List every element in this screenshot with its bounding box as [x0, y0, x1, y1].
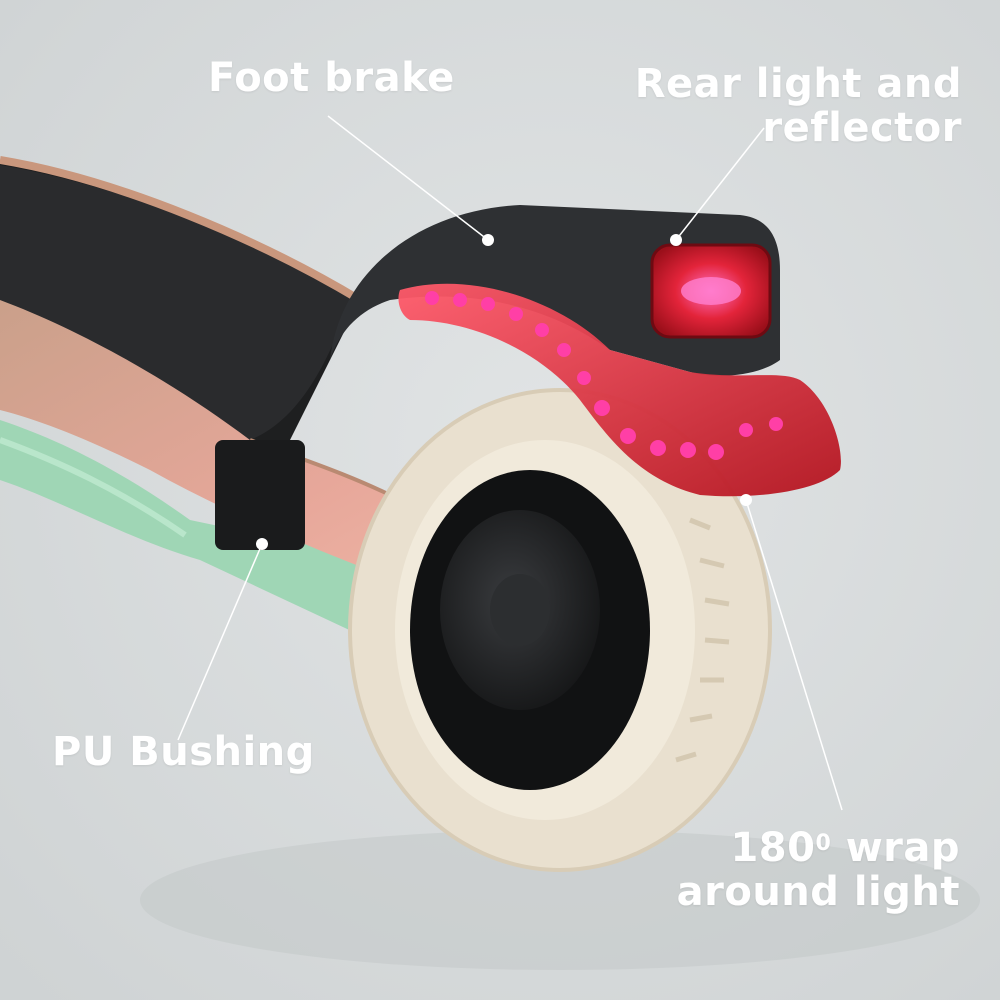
callout-rear-light-line2: reflector [762, 105, 962, 151]
callout-wrap-light-line1: 1800 wrap [677, 826, 960, 870]
callout-dot-icon [670, 234, 682, 246]
led-dots [425, 291, 783, 460]
rear-wheel [348, 388, 772, 872]
callout-pu-bushing-text: PU Bushing [52, 729, 315, 775]
wrap-light-line1-rest: wrap [831, 825, 960, 871]
callout-wrap-light-line2: around light [676, 869, 960, 915]
wrap-light-superscript: 0 [815, 831, 832, 856]
callout-lines [177, 115, 843, 811]
callout-dots [256, 234, 752, 550]
callout-dot-icon [740, 494, 752, 506]
callout-rear-light: Rear light and reflector [635, 62, 962, 150]
rear-lamp [650, 243, 772, 339]
callout-foot-brake-text: Foot brake [208, 55, 455, 101]
callout-dot-icon [256, 538, 268, 550]
callout-wrap-light: 1800 wrap around light [677, 826, 960, 914]
callout-dot-icon [482, 234, 494, 246]
callout-rear-light-line1: Rear light and [634, 61, 962, 107]
callout-pu-bushing: PU Bushing [52, 730, 315, 774]
callout-foot-brake: Foot brake [208, 56, 455, 100]
wrap-light-number: 180 [730, 825, 816, 871]
